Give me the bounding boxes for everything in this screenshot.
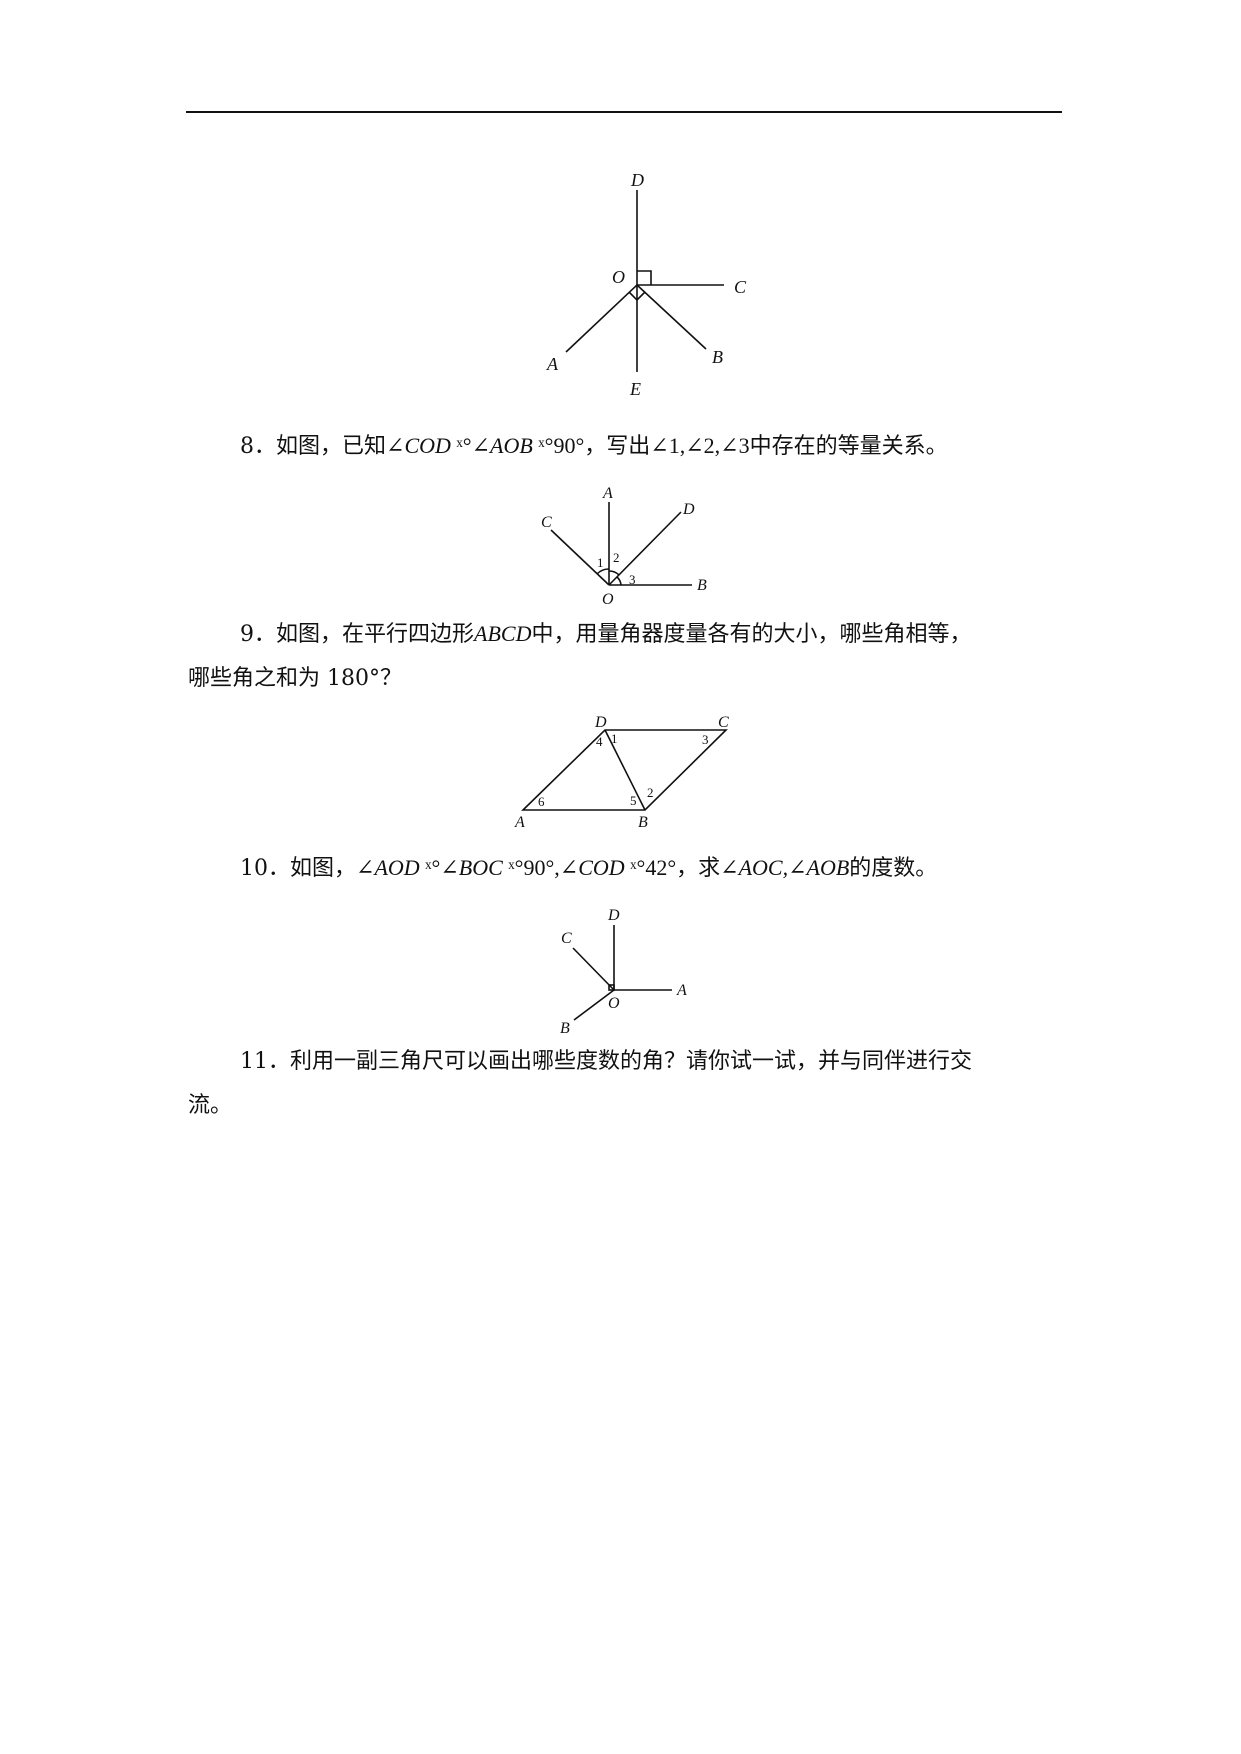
label-o: O	[602, 591, 614, 608]
label-b: B	[697, 577, 707, 594]
q10-angle-aod: ∠AOD	[356, 855, 420, 880]
diagonal-db	[604, 729, 646, 811]
label-c: C	[561, 930, 572, 947]
angle-arc-1	[596, 568, 610, 575]
label-d: D	[630, 170, 644, 190]
question-11: 11．利用一副三角尺可以画出哪些度数的角？请你试一试，并与同伴进行交 流。	[188, 1040, 1064, 1128]
label-d: D	[682, 501, 695, 518]
q9-shape: ABCD	[474, 621, 532, 646]
label-a: A	[546, 354, 559, 374]
ray-oa	[565, 284, 638, 353]
label-2: 2	[647, 785, 654, 800]
right-angle-mark-cod	[637, 270, 652, 285]
q9-text-before: 如图，在平行四边形	[276, 622, 475, 647]
figure-3-parallelogram: D C A B 4 1 3 6 5 2	[0, 0, 1241, 840]
q8-text-after: 中存在的等量关系。	[749, 434, 948, 459]
label-c: C	[734, 277, 747, 297]
label-o: O	[612, 267, 625, 287]
label-o: O	[608, 995, 620, 1012]
q11-line-2: 流。	[188, 1093, 233, 1118]
q11-text: 利用一副三角尺可以画出哪些度数的角？请你试一试，并与同伴进行交	[290, 1049, 973, 1074]
question-9: 9．如图，在平行四边形ABCD中，用量角器度量各有的大小，哪些角相等， 哪些角之…	[188, 612, 1064, 701]
label-a: A	[676, 982, 687, 999]
label-e: E	[629, 379, 641, 399]
q8-number: 8．	[240, 434, 276, 459]
q10-text-after: 的度数。	[849, 856, 938, 881]
figure-1-rays-diagram: D O C A B E	[0, 0, 1241, 420]
question-10: 10．如图，∠AOD ˣ°∠BOC ˣ°90°,∠COD ˣ°42°，求∠AOC…	[188, 846, 1116, 891]
right-angle-mark-aob	[628, 291, 646, 302]
q8-angle-cod: ∠COD	[386, 433, 451, 458]
label-6: 6	[538, 794, 545, 809]
q8-eq1: ˣ°	[450, 433, 472, 458]
q8-angle-aob: ∠AOB	[471, 433, 533, 458]
q9-number: 9．	[240, 622, 276, 647]
q10-eq2: ˣ°	[502, 855, 524, 880]
label-2: 2	[613, 550, 620, 565]
ray-ob	[636, 284, 707, 350]
label-b: B	[638, 814, 648, 831]
q10-text-before: 如图，	[290, 856, 357, 881]
q10-value2: 42°	[645, 855, 677, 880]
figure-4-rays-diagram: D C A O B	[560, 907, 687, 1037]
q11-number: 11．	[240, 1049, 290, 1074]
q10-number: 10．	[240, 856, 290, 881]
ray-ob	[573, 989, 615, 1021]
parallelogram-abcd	[521, 729, 728, 811]
label-d: D	[607, 907, 620, 924]
q10-eq1: ˣ°	[419, 855, 441, 880]
label-c: C	[541, 514, 552, 531]
label-5: 5	[630, 793, 637, 808]
right-angle-mark	[608, 984, 615, 991]
figure-2-angles-diagram: A C D B O 1 2 3	[0, 0, 1241, 620]
ray-od	[608, 511, 682, 586]
q10-eq3: ˣ°	[624, 855, 646, 880]
ray-oc	[550, 529, 610, 586]
label-3: 3	[629, 572, 636, 587]
q10-value1: 90°,	[523, 855, 560, 880]
label-a: A	[602, 485, 613, 502]
label-b: B	[712, 347, 723, 367]
q8-text-before: 如图，已知	[276, 434, 387, 459]
label-c: C	[718, 714, 729, 731]
q10-text-mid: ，求	[676, 856, 721, 881]
label-1: 1	[611, 731, 618, 746]
q8-value: 90°	[553, 433, 585, 458]
label-d: D	[594, 714, 607, 731]
q8-angles: ∠1,∠2,∠3	[650, 433, 750, 458]
q9-text-after: 中，用量角器度量各有的大小，哪些角相等，	[531, 622, 972, 647]
angle-arc-2	[608, 570, 620, 576]
question-8: 8．如图，已知∠COD ˣ°∠AOB ˣ°90°，写出∠1,∠2,∠3中存在的等…	[188, 424, 1116, 469]
q9-line-2: 哪些角之和为 180°？	[188, 666, 402, 691]
header-rule	[186, 111, 1062, 113]
q10-angle-boc: ∠BOC	[440, 855, 503, 880]
label-3: 3	[702, 732, 709, 747]
q8-text-mid: ，写出	[584, 434, 651, 459]
q10-angle-cod: ∠COD	[559, 855, 625, 880]
q8-eq2: ˣ°	[532, 433, 554, 458]
label-b: B	[560, 1020, 570, 1037]
label-a: A	[514, 814, 525, 831]
label-1: 1	[597, 555, 604, 570]
label-4: 4	[596, 734, 603, 749]
ray-oc	[572, 947, 615, 991]
q10-angles: ∠AOC,∠AOB	[720, 855, 850, 880]
angle-arc-3	[616, 576, 622, 586]
